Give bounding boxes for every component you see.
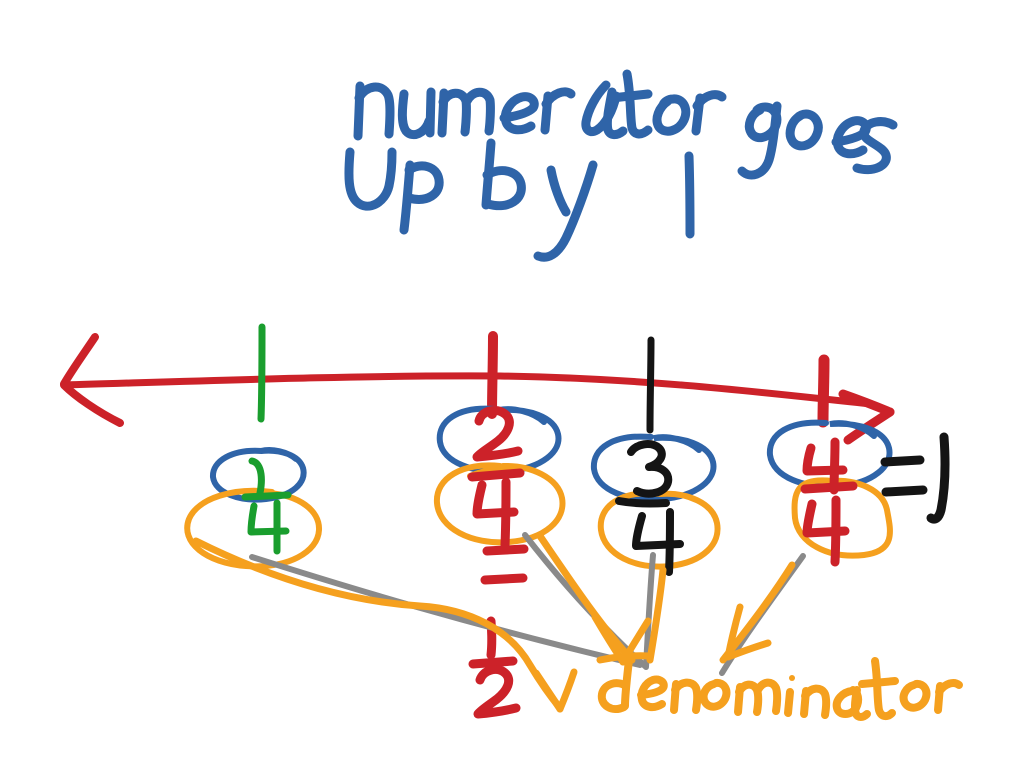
number-line-tick-2	[487, 331, 498, 419]
fraction-digits-1	[241, 457, 292, 555]
fraction-two-fourths	[433, 405, 566, 550]
numerator-circle-4	[766, 419, 893, 490]
number-line	[60, 372, 874, 408]
fraction-four-fourths	[766, 419, 893, 567]
number-line-tick-3	[646, 336, 655, 434]
denominator-label	[597, 656, 963, 721]
equals-one-expression	[880, 432, 950, 524]
headline-line2-text	[344, 138, 695, 262]
denominator-connector-lines	[249, 532, 806, 676]
number-line-tick-1	[257, 323, 266, 423]
numerator-circle-1	[210, 447, 307, 503]
fraction-three-fourths	[590, 433, 721, 576]
denominator-pointer-curves	[192, 532, 796, 713]
headline-text	[353, 69, 898, 180]
number-line-right-arrow-icon	[838, 389, 895, 445]
number-line-tick-4	[817, 354, 830, 428]
numerator-circle-3	[590, 433, 717, 503]
denominator-circle-4	[791, 477, 893, 559]
fraction-digits-3	[615, 440, 684, 576]
fraction-digits-2	[467, 406, 525, 550]
fraction-digits-4	[800, 437, 858, 567]
number-line-left-arrow-icon	[60, 333, 124, 427]
